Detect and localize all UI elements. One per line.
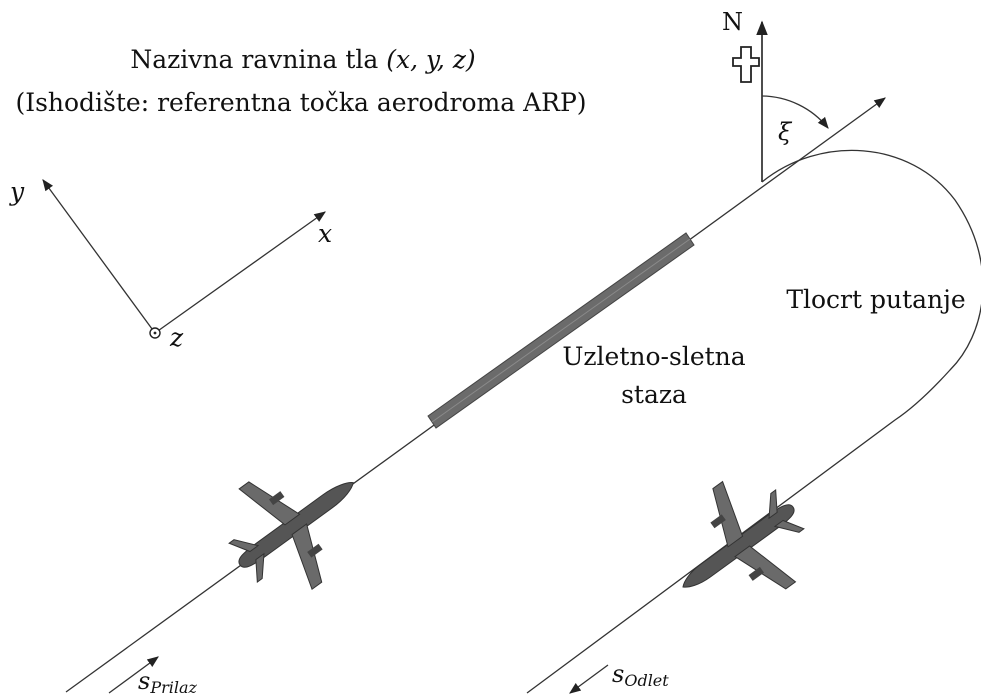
z-axis-label: z: [169, 323, 184, 352]
runway: [427, 232, 695, 429]
angle-label: ξ: [778, 118, 793, 146]
approach-label: sPrilaz: [138, 667, 198, 697]
coordinate-axes: y x z: [9, 177, 332, 352]
y-axis-label: y: [9, 177, 25, 206]
departure-distance: sOdlet: [569, 660, 669, 694]
diagram-title-line1: Nazivna ravnina tla (x, y, z): [130, 45, 475, 74]
z-axis-dot: [153, 331, 157, 335]
ground-track-path: [526, 149, 981, 694]
departure-aircraft-icon: [682, 480, 805, 590]
diagram-title-line2: (Ishodište: referentna točka aerodroma A…: [15, 88, 586, 117]
north-label: N: [722, 8, 743, 36]
ground-track-label: Tlocrt putanje: [786, 285, 965, 314]
runway-label-line2: staza: [621, 380, 687, 409]
runway-label-line1: Uzletno-sletna: [562, 342, 745, 371]
approach-distance: sPrilaz: [108, 656, 198, 697]
compass-cross-icon: [732, 46, 760, 83]
departure-arrow: [569, 664, 609, 694]
departure-label: sOdlet: [612, 660, 669, 690]
angle-arc: [761, 95, 829, 129]
approach-aircraft-icon: [228, 481, 354, 591]
runway-stripe: [431, 238, 691, 423]
x-axis-label: x: [318, 219, 332, 248]
approach-arrow: [108, 656, 159, 694]
north-indicator: N ξ: [722, 8, 829, 182]
y-axis: [42, 179, 156, 334]
x-axis: [154, 211, 326, 334]
